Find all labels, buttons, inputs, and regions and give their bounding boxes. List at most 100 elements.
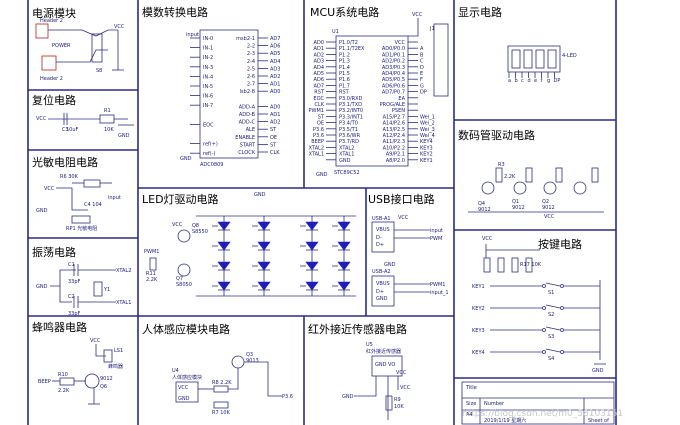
ir-r9-val: 10K	[394, 404, 404, 410]
usb-a2-gnd-pin: GND	[376, 296, 388, 302]
led-diode	[257, 261, 271, 271]
title-block: Title Size Number A4 2019/1/19 星期六 Sheet…	[461, 381, 615, 425]
reset-res: R1	[104, 108, 111, 114]
mcu-right-net: Wei_4	[420, 133, 435, 139]
mcu-left-net: XTAL1	[309, 152, 324, 158]
mcu-right-net: B	[420, 52, 424, 58]
usb-gnd: GND	[384, 262, 396, 268]
adc-right-net: AD5	[270, 51, 280, 57]
mcu-left-net: AD1	[314, 46, 324, 52]
mcu-right-pin: AD6/P0.6	[382, 83, 405, 89]
mcu-part: STC89C52	[334, 170, 360, 176]
osc-c2: C2	[68, 294, 75, 300]
power-p-label: Header 2	[40, 18, 63, 24]
adc-right-pin: 2-4	[247, 59, 255, 65]
ldr-gnd: GND	[36, 208, 48, 214]
led-grid	[212, 216, 351, 296]
digit-q2-val: 9012	[542, 205, 555, 211]
adc-right-pin: ENABLE	[235, 135, 255, 141]
mcu-right-pin: AD4/P0.4	[382, 71, 405, 77]
display-body	[507, 45, 561, 73]
title-ldr: 光敏电阻电路	[32, 155, 98, 169]
adc-left-pin: IN-1	[203, 46, 213, 52]
display-seg-label: b	[515, 78, 518, 84]
digit-vcc: VCC	[544, 214, 555, 220]
adc-right-pin: 2-3	[247, 51, 255, 57]
key-switch-label: S3	[548, 334, 554, 340]
mcu-left-net: BEEP	[311, 139, 324, 145]
ir-vo-pin: VO	[388, 362, 395, 368]
title-digit: 数码管驱动电路	[458, 128, 535, 142]
key-switch-label: S4	[548, 356, 554, 362]
ir-r9: R9	[394, 397, 401, 403]
title-display: 显示电路	[458, 6, 502, 19]
keys-vcc: VCC	[482, 236, 493, 242]
led-diode	[305, 241, 319, 251]
usb-pwm1: PWM1	[430, 282, 445, 288]
tb-a4: A4	[466, 412, 473, 418]
mcu-left-net: AD5	[314, 71, 324, 77]
adc-left-pin: IN-3	[203, 65, 213, 71]
led-diode	[305, 221, 319, 231]
mcu-left-net: AD4	[314, 65, 324, 71]
display-seg-label: c	[521, 78, 524, 84]
ir-u5-name: 红外接近传感器	[366, 348, 401, 355]
human-u4-label: U4	[172, 368, 179, 374]
mcu-right-pin: A12/P2.4	[383, 133, 405, 139]
adc-gnd: GND	[180, 156, 192, 162]
osc-xtal2: XTAL2	[116, 268, 131, 274]
mcu-right-pin: A10/P2.2	[383, 145, 405, 151]
reset-circuit: VCC C3 10uF R1 10K GND	[36, 108, 134, 139]
reset-res-val: 10K	[104, 127, 114, 133]
led-q8: Q8	[192, 223, 199, 229]
led-q8-val: S8550	[192, 229, 208, 235]
osc-c2-val: 33pF	[68, 311, 81, 317]
mcu-left-net: XTAL2	[309, 145, 324, 151]
usb-a1-vcc: VCC	[398, 215, 409, 221]
buzzer-circuit: VCC LS1 蜂鸣器 BEEP R10 2.2K 9012 Q6	[38, 338, 123, 405]
led-diode	[305, 281, 319, 291]
title-ir: 红外接近传感器电路	[308, 323, 407, 336]
mcu-right-net: KEY1	[420, 158, 433, 164]
osc-c1-val: 33pF	[68, 279, 81, 285]
led-diode	[337, 241, 351, 251]
title-osc: 振荡电路	[32, 245, 76, 259]
buzzer-beep: BEEP	[38, 379, 51, 385]
display-seg-label: e	[534, 78, 537, 84]
adc-right-net: AD1	[270, 112, 280, 118]
adc-right-net: AD3	[270, 66, 280, 72]
usb-circuit: USB-A1 VBUS D- D+ VCC input PWM GND USB-…	[371, 215, 449, 307]
usb-input1: input_1	[430, 290, 449, 296]
ir-u5-label: U5	[366, 342, 373, 348]
mcu-body	[335, 35, 409, 167]
adc-right-pin: 2-5	[247, 66, 255, 72]
buzzer-ls: LS1	[114, 348, 123, 354]
mcu-right-net: F	[420, 77, 423, 83]
usb-a1	[371, 221, 395, 253]
usb-a1-label: USB-A1	[372, 216, 391, 222]
mcu-right-pin: AD0/P0.0	[382, 46, 405, 52]
buzzer-res-val: 2.2K	[58, 388, 70, 394]
osc-xtal1: XTAL1	[116, 300, 131, 306]
power-switch-label: S8	[96, 68, 102, 74]
mcu-left-net: AD6	[314, 77, 324, 83]
led-diode	[217, 221, 231, 231]
adc-right-net: AD0	[270, 104, 280, 110]
buzzer-q-name: Q6	[100, 384, 107, 390]
adc-right-pin: CLOCK	[238, 150, 256, 156]
led-q7: Q7	[176, 276, 183, 282]
led-diode	[337, 261, 351, 271]
led-gnd: GND	[254, 192, 266, 198]
mcu-left-net: OE	[317, 121, 324, 127]
osc-circuit: C1 33pF XTAL2 Y1 GND C2 33pF XTAL1	[36, 262, 131, 317]
key-switch-label: S1	[548, 290, 554, 296]
adc-left-pin: ref(+)	[203, 142, 218, 148]
mcu-left-net: ST	[318, 114, 325, 120]
mcu-left-net: PWM1	[309, 108, 324, 114]
led-res-val: 2.2K	[146, 277, 158, 283]
tb-size: Size	[466, 401, 476, 407]
ldr-vcc: VCC	[44, 186, 55, 192]
title-power: 电源模块	[32, 6, 76, 20]
human-sensor-circuit: U4 人体感应模块 VCC GND Q3 9013 R8 2.2K R7 10K…	[172, 352, 293, 416]
mcu-left-pin: P1.1/T2EX	[339, 46, 365, 52]
